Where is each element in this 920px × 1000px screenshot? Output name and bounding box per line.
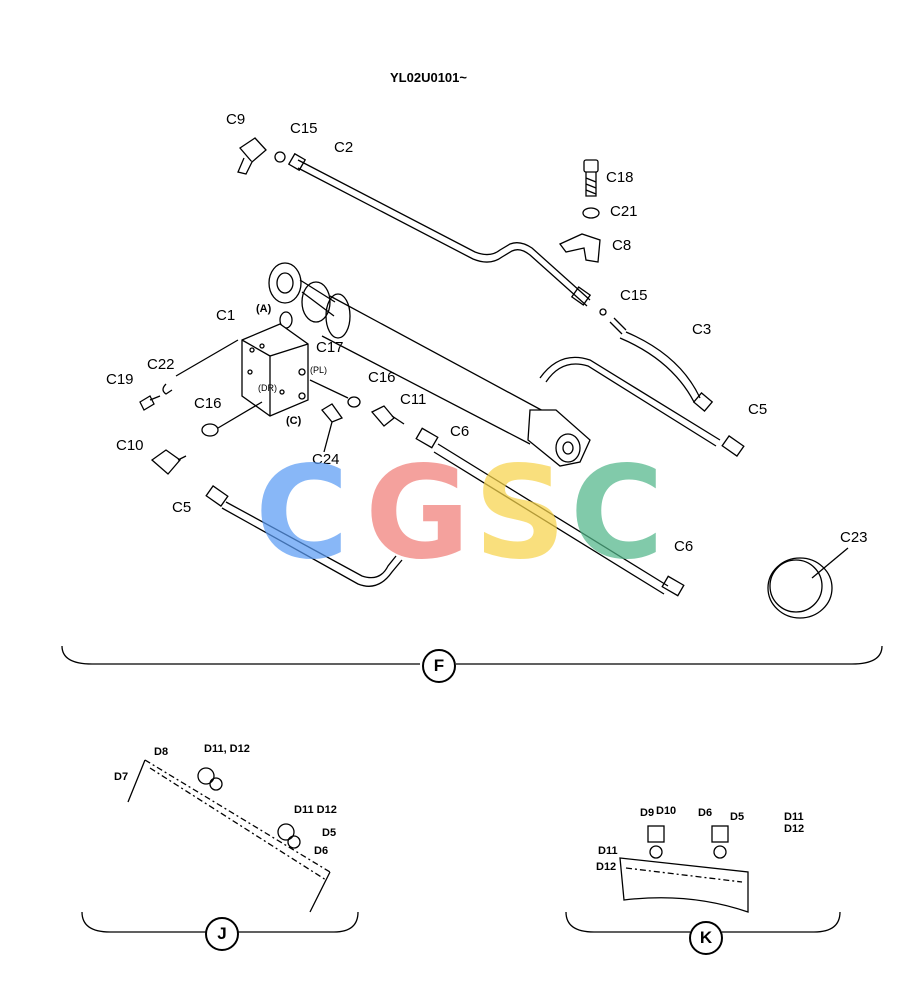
label-c16-right: C16	[368, 369, 396, 386]
label-c3: C3	[692, 321, 712, 338]
watermark-char: G	[365, 439, 471, 588]
label-c6-bottom: C6	[674, 538, 694, 555]
label-port-a: (A)	[256, 303, 272, 315]
label-d6-j: D6	[314, 845, 329, 857]
label-d10: D10	[656, 805, 677, 817]
label-c5-left: C5	[172, 499, 192, 516]
label-c8: C8	[612, 237, 632, 254]
label-d11-left: D11	[598, 845, 618, 857]
label-d11-d12-mid: D11 D12	[294, 804, 337, 816]
watermark-letter-1: C	[255, 450, 349, 578]
watermark-letter-4: C	[570, 450, 664, 578]
label-d8: D8	[154, 746, 169, 758]
label-d11-d12-top: D11, D12	[204, 743, 250, 755]
label-c22: C22	[147, 356, 175, 373]
label-c17: C17	[316, 339, 344, 356]
label-c9: C9	[226, 111, 246, 128]
watermark-char: C	[255, 439, 349, 588]
label-c19: C19	[106, 371, 134, 388]
watermark-char: C	[570, 439, 664, 588]
view-j-marker: J	[205, 917, 239, 951]
label-c10: C10	[116, 437, 144, 454]
label-c5-right: C5	[748, 401, 768, 418]
label-c18: C18	[606, 169, 634, 186]
label-c6-top: C6	[450, 423, 470, 440]
label-d11-right: D11	[784, 811, 804, 823]
label-c2: C2	[334, 139, 354, 156]
label-c16-left: C16	[194, 395, 222, 412]
label-c21: C21	[610, 203, 638, 220]
label-port-c: (C)	[286, 415, 302, 427]
label-d5-k: D5	[730, 811, 745, 823]
view-k-marker: K	[689, 921, 723, 955]
label-c15-mid: C15	[620, 287, 648, 304]
label-c23: C23	[840, 529, 868, 546]
label-d9: D9	[640, 807, 655, 819]
label-d5-j: D5	[322, 827, 337, 839]
watermark-char: S	[474, 439, 567, 588]
serial-number: YL02U0101~	[390, 70, 467, 85]
label-d12-left: D12	[596, 861, 617, 873]
label-c24: C24	[312, 451, 340, 468]
label-c11: C11	[400, 391, 427, 408]
label-port-dr: (DR)	[258, 383, 277, 393]
label-d6-k: D6	[698, 807, 713, 819]
watermark-letter-3: S	[474, 450, 566, 578]
label-c1: C1	[216, 307, 236, 324]
label-c15-top: C15	[290, 120, 318, 137]
label-port-pl: (PL)	[310, 365, 328, 375]
view-f-marker: F	[422, 649, 456, 683]
label-d7: D7	[114, 771, 129, 783]
label-d12-right: D12	[784, 823, 805, 835]
watermark-letter-2: G	[365, 450, 470, 578]
